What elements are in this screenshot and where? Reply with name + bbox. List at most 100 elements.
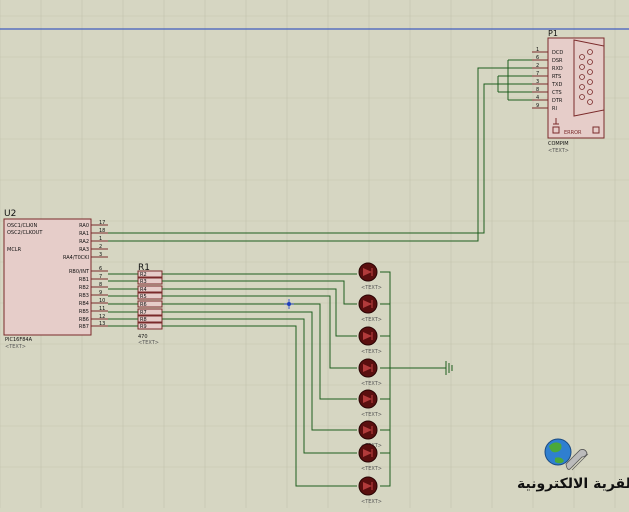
db9-hole (579, 54, 585, 60)
wire-ra2-to-serial (108, 67, 548, 242)
u2-pin-number: 2 (99, 244, 102, 250)
led[interactable]: <TEXT> (358, 294, 382, 323)
p1-pin-number: 8 (536, 87, 539, 93)
led[interactable]: <TEXT> (358, 389, 382, 418)
u2-part: PIC16F84A (5, 337, 33, 343)
p1-pin-number: 4 (536, 95, 539, 101)
r1-text-placeholder: <TEXT> (138, 340, 159, 346)
led-text-placeholder: <TEXT> (361, 285, 382, 291)
p1-pin-number: 1 (536, 47, 539, 53)
led-text-placeholder: <TEXT> (361, 349, 382, 355)
u2-body[interactable] (3, 218, 92, 336)
led[interactable]: <TEXT> (358, 443, 382, 472)
wire-led-common-right (380, 271, 391, 487)
u2-pin-number: 10 (99, 298, 105, 304)
u2-pin-name: RB3 (79, 293, 89, 299)
db9-hole (587, 69, 593, 75)
wires (108, 59, 548, 487)
led-column: <TEXT> <TEXT> <TEXT> <TEXT> <TEXT> <TEXT> <TEX… (358, 262, 382, 505)
led[interactable]: <TEXT> (358, 358, 382, 387)
p1-pin-number: 9 (536, 103, 539, 109)
resistor-label: R8 (140, 317, 147, 323)
u2-pin-number: 6 (99, 266, 102, 272)
u2-pin-number: 17 (99, 220, 105, 226)
p1-pin-number: 3 (536, 79, 539, 85)
u2-pin-name: RB7 (79, 324, 89, 330)
resistor-label: R3 (140, 279, 147, 285)
p1-error-label: ERROR (564, 130, 582, 136)
u2-left-pin-label: OSC2/CLKOUT (7, 230, 43, 236)
p1-pin-name: TXD (551, 82, 562, 88)
u2-pin-number: 8 (99, 282, 102, 288)
p1-pin-name: RTS (552, 74, 561, 80)
db9-hole (579, 74, 585, 80)
r1-value: 470 (138, 334, 148, 340)
p1-pin-name: DTR (552, 98, 563, 104)
db9-shell-icon (573, 39, 605, 117)
resistor-label: R7 (140, 310, 147, 316)
p1-text-placeholder: <TEXT> (548, 148, 569, 154)
wire-resistor-to-led (162, 295, 357, 369)
db9-hole (579, 84, 585, 90)
junction-marker (284, 299, 294, 309)
r1-ref: R1 (138, 263, 150, 273)
p1-pin-number: 7 (536, 71, 539, 77)
u2-pin-name: RA3 (79, 247, 89, 253)
globe-wrench-icon (544, 438, 589, 471)
u2-pin-number: 3 (99, 252, 102, 258)
p1-pin-name: DSR (552, 58, 563, 64)
u2-pin-name: RB0/INT (69, 269, 90, 275)
p1-pin-name: CTS (552, 90, 562, 96)
led-text-placeholder: <TEXT> (361, 466, 382, 472)
u2-pin-name: RB2 (79, 285, 89, 291)
u2-pin-number: 13 (99, 321, 105, 327)
u2-pin-name: RB6 (79, 317, 89, 323)
wire-resistor-to-led (162, 288, 357, 337)
wire-resistor-to-led (162, 280, 357, 305)
p1-pin-name: RI (552, 106, 557, 112)
db9-hole (579, 64, 585, 70)
p1-pin-name: DCD (552, 50, 563, 56)
u2-pin-number: 12 (99, 314, 105, 320)
ground-symbol (445, 361, 453, 375)
led-text-placeholder: <TEXT> (361, 381, 382, 387)
u2-pin-number: 18 (99, 228, 105, 234)
wire-resistor-to-led (162, 318, 357, 454)
led[interactable]: <TEXT> (358, 476, 382, 505)
u2-pin-name: RA0 (79, 223, 89, 229)
resistor-label: R5 (140, 294, 147, 300)
p1-status-box-left (552, 126, 560, 134)
p1-body[interactable] (547, 37, 605, 139)
u2-pin-name: RB1 (79, 277, 89, 283)
led-text-placeholder: <TEXT> (361, 499, 382, 505)
resistor-label: R4 (140, 287, 147, 293)
wire-ra1-to-serial (108, 83, 548, 234)
led-text-placeholder: <TEXT> (361, 412, 382, 418)
p1-part: COMPIM (548, 141, 569, 147)
u2-pin-name: RB4 (79, 301, 89, 307)
u2-pin-name: RA1 (79, 231, 89, 237)
u2-pin-name: RA4/T0CKI (63, 255, 89, 261)
p1-pin-name: RXD (552, 66, 563, 72)
u2-pin-number: 7 (99, 274, 102, 280)
db9-holes (579, 49, 593, 105)
watermark-text: القرية الالكترونية (517, 476, 629, 492)
led[interactable]: <TEXT> (358, 326, 382, 355)
u2-pin-name: RA2 (79, 239, 89, 245)
led-text-placeholder: <TEXT> (361, 317, 382, 323)
p1-pin-number: 2 (536, 63, 539, 69)
led[interactable]: <TEXT> (358, 262, 382, 291)
u2-pin-number: 11 (99, 306, 105, 312)
db9-hole (587, 79, 593, 85)
p1-ref: P1 (548, 29, 558, 38)
u2-text-placeholder: <TEXT> (5, 344, 26, 350)
